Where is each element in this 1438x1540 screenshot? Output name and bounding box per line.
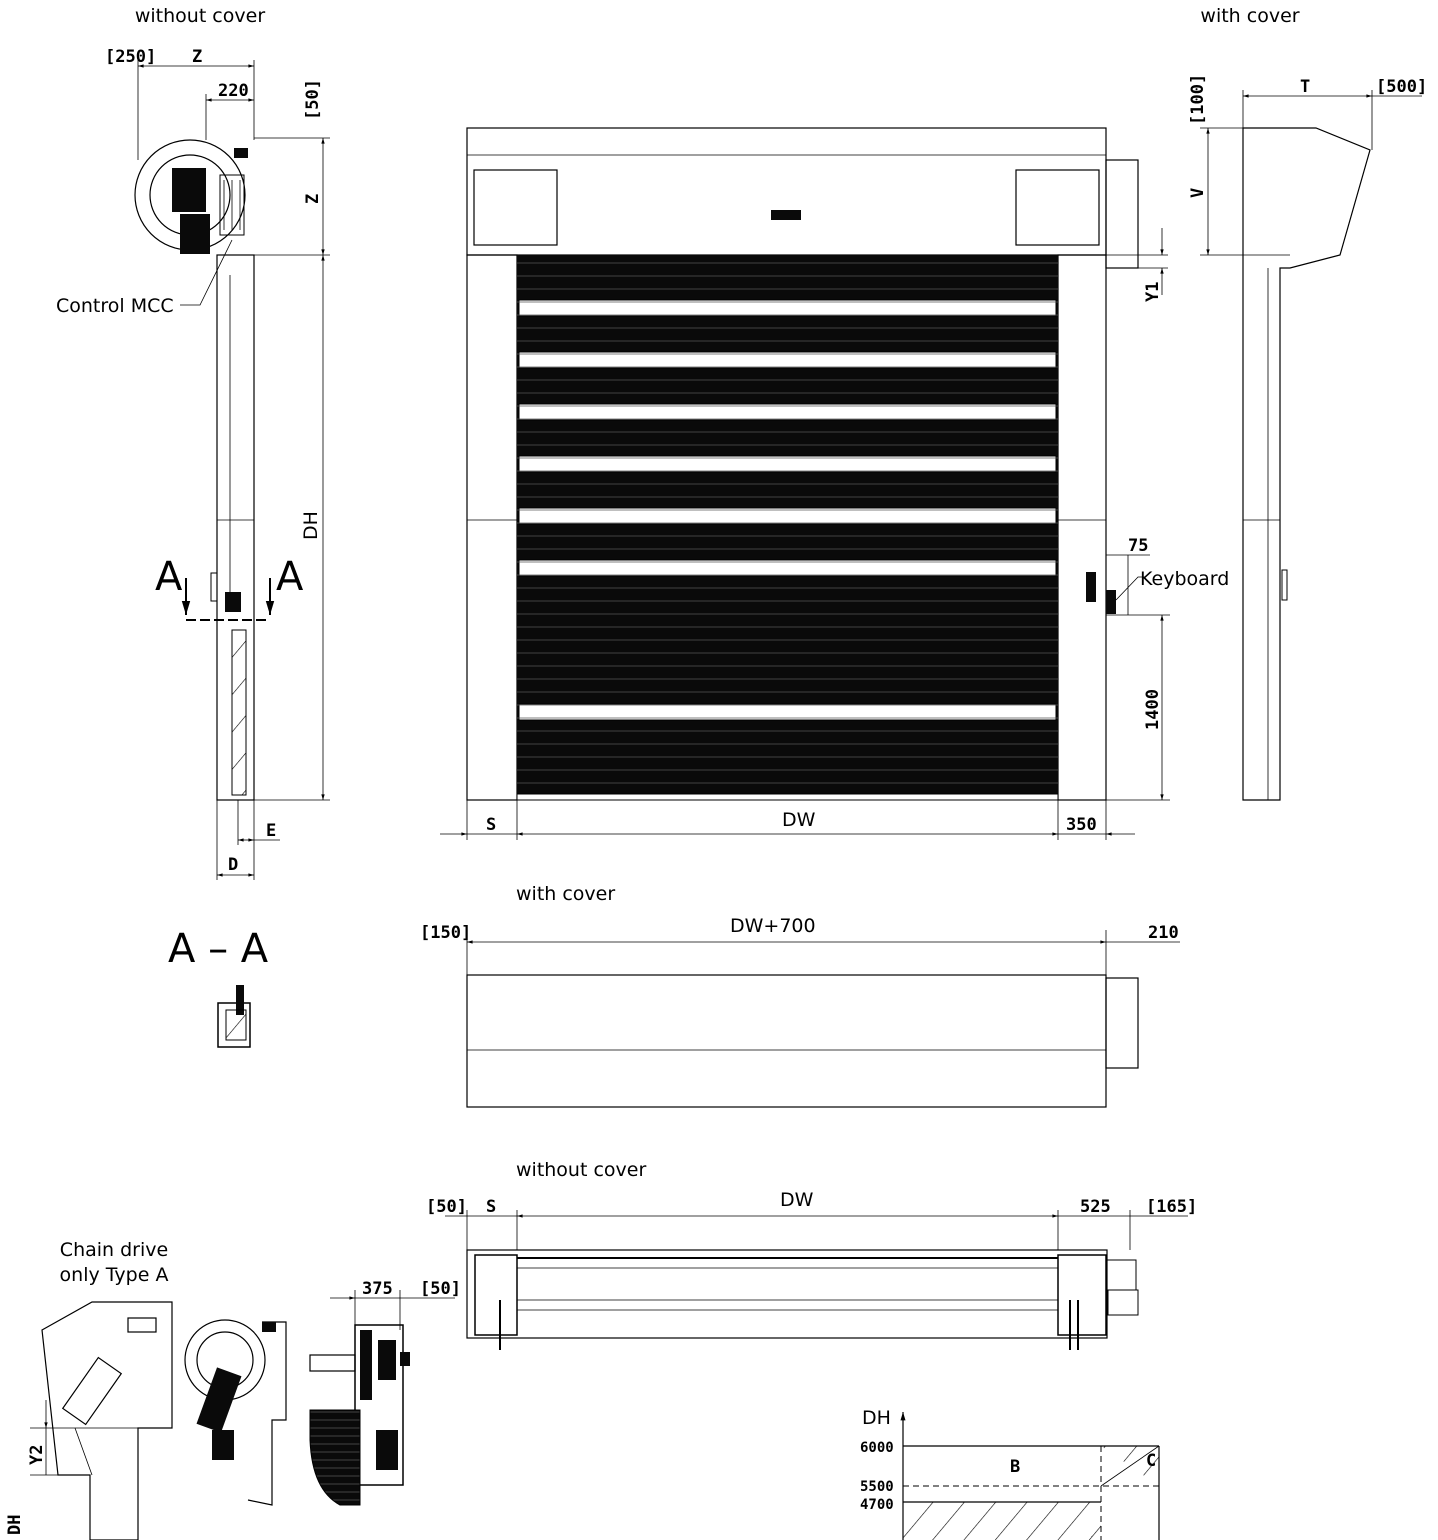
curtain-window [518, 507, 1057, 525]
side-right-title: with cover [1200, 5, 1299, 27]
dim-150: [150] [420, 923, 471, 943]
dim-220: 220 [218, 81, 249, 101]
curtain-window [518, 703, 1057, 721]
dim-350: 350 [1066, 815, 1097, 835]
dim-z-top: Z [192, 47, 202, 67]
curtain-window [518, 559, 1057, 577]
dim-dw-bot: DW [780, 1189, 814, 1211]
dim-500: [500] [1376, 77, 1427, 97]
side-view-with-cover: with cover T [500] [100] V [1188, 5, 1427, 801]
dim-50-chain: [50] [420, 1279, 461, 1299]
range-tick-6000: 6000 [860, 1440, 894, 1456]
dim-50-left: [50] [303, 79, 323, 120]
dim-dh-chain: DH [5, 1515, 25, 1535]
dim-d: D [228, 855, 238, 875]
section-a-a: A – A [168, 926, 269, 1048]
label-control-mcc: Control MCC [56, 295, 174, 317]
chain-drive-views: Chain drive only Type A Y2 DH 375 [50] [5, 1239, 461, 1540]
dim-dw-front: DW [782, 809, 816, 831]
dim-525: 525 [1080, 1197, 1111, 1217]
dim-375: 375 [362, 1279, 393, 1299]
range-axis-label: DH [862, 1407, 891, 1429]
dim-z-side: Z [303, 194, 323, 204]
dim-100: [100] [1188, 74, 1208, 125]
dim-y1: Y1 [1143, 282, 1163, 302]
chain-drive-line1: Chain drive [60, 1239, 168, 1261]
brand-plate [771, 210, 801, 220]
section-mark-left: A [155, 554, 183, 600]
top-view-with-cover: with cover [150] DW+700 210 [420, 883, 1180, 1108]
dim-250: [250] [105, 47, 156, 67]
top-with-cover-title: with cover [516, 883, 615, 905]
curtain-window [518, 299, 1057, 317]
top-view-without-cover: without cover [50] S DW 525 [165] [426, 1159, 1197, 1350]
range-chart: DH 6000 5500 4700 B C [860, 1407, 1160, 1540]
dim-210: 210 [1148, 923, 1179, 943]
dim-v: V [1188, 188, 1208, 198]
curtain-window [518, 455, 1057, 473]
dim-1400: 1400 [1143, 689, 1163, 730]
side-left-title: without cover [135, 5, 265, 27]
door-curtain [516, 255, 1059, 801]
dim-s-bot: S [486, 1197, 496, 1217]
front-view: Y1 75 Keyboard 1400 S DW 350 [440, 127, 1229, 840]
dim-50-bot: [50] [426, 1197, 467, 1217]
chain-drive-line2: only Type A [60, 1264, 169, 1286]
curtain-window [518, 351, 1057, 369]
dim-dw700: DW+700 [730, 915, 816, 937]
range-zone-b: B [1010, 1457, 1020, 1477]
section-a-a-label: A – A [168, 926, 269, 972]
side-view-without-cover: without cover [250] Z 220 [50] Z DH [56, 5, 330, 880]
dim-dh-left: DH [300, 511, 322, 540]
range-zone-c: C [1146, 1451, 1156, 1471]
dim-75: 75 [1128, 536, 1148, 556]
top-without-cover-title: without cover [516, 1159, 646, 1181]
curtain-bottom-bar [516, 793, 1059, 801]
range-tick-5500: 5500 [860, 1479, 894, 1495]
dim-y2: Y2 [27, 1445, 47, 1465]
dim-t: T [1300, 77, 1310, 97]
dim-e: E [266, 821, 276, 841]
range-tick-4700: 4700 [860, 1497, 894, 1513]
section-mark-right: A [276, 554, 304, 600]
dim-165: [165] [1146, 1197, 1197, 1217]
label-keyboard: Keyboard [1140, 568, 1229, 590]
curtain-window [518, 403, 1057, 421]
dim-s-front: S [486, 815, 496, 835]
